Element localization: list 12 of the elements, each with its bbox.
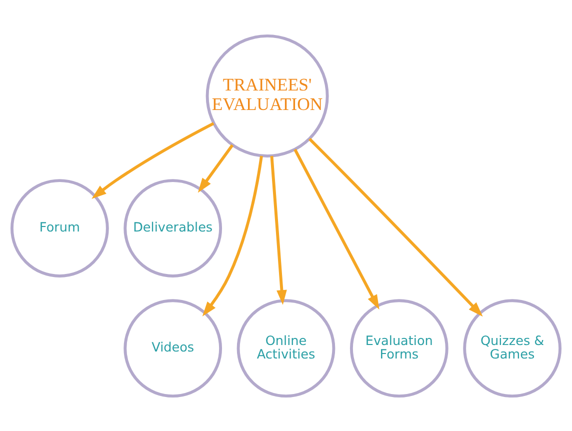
node-circle: Evaluation Forms [350,298,448,398]
node-circle: TRAINEES' EVALUATION [206,34,329,157]
node-circle: Online Activities [236,298,336,398]
arrow [202,155,263,316]
node-circle: Quizzes & Games [463,298,562,398]
arrow [308,137,483,316]
node-circle: Forum [10,178,109,277]
node-circle: Deliverables [124,178,222,277]
arrow [270,155,287,304]
arrow [92,122,214,198]
arrow [198,144,234,192]
arrow [294,148,380,310]
